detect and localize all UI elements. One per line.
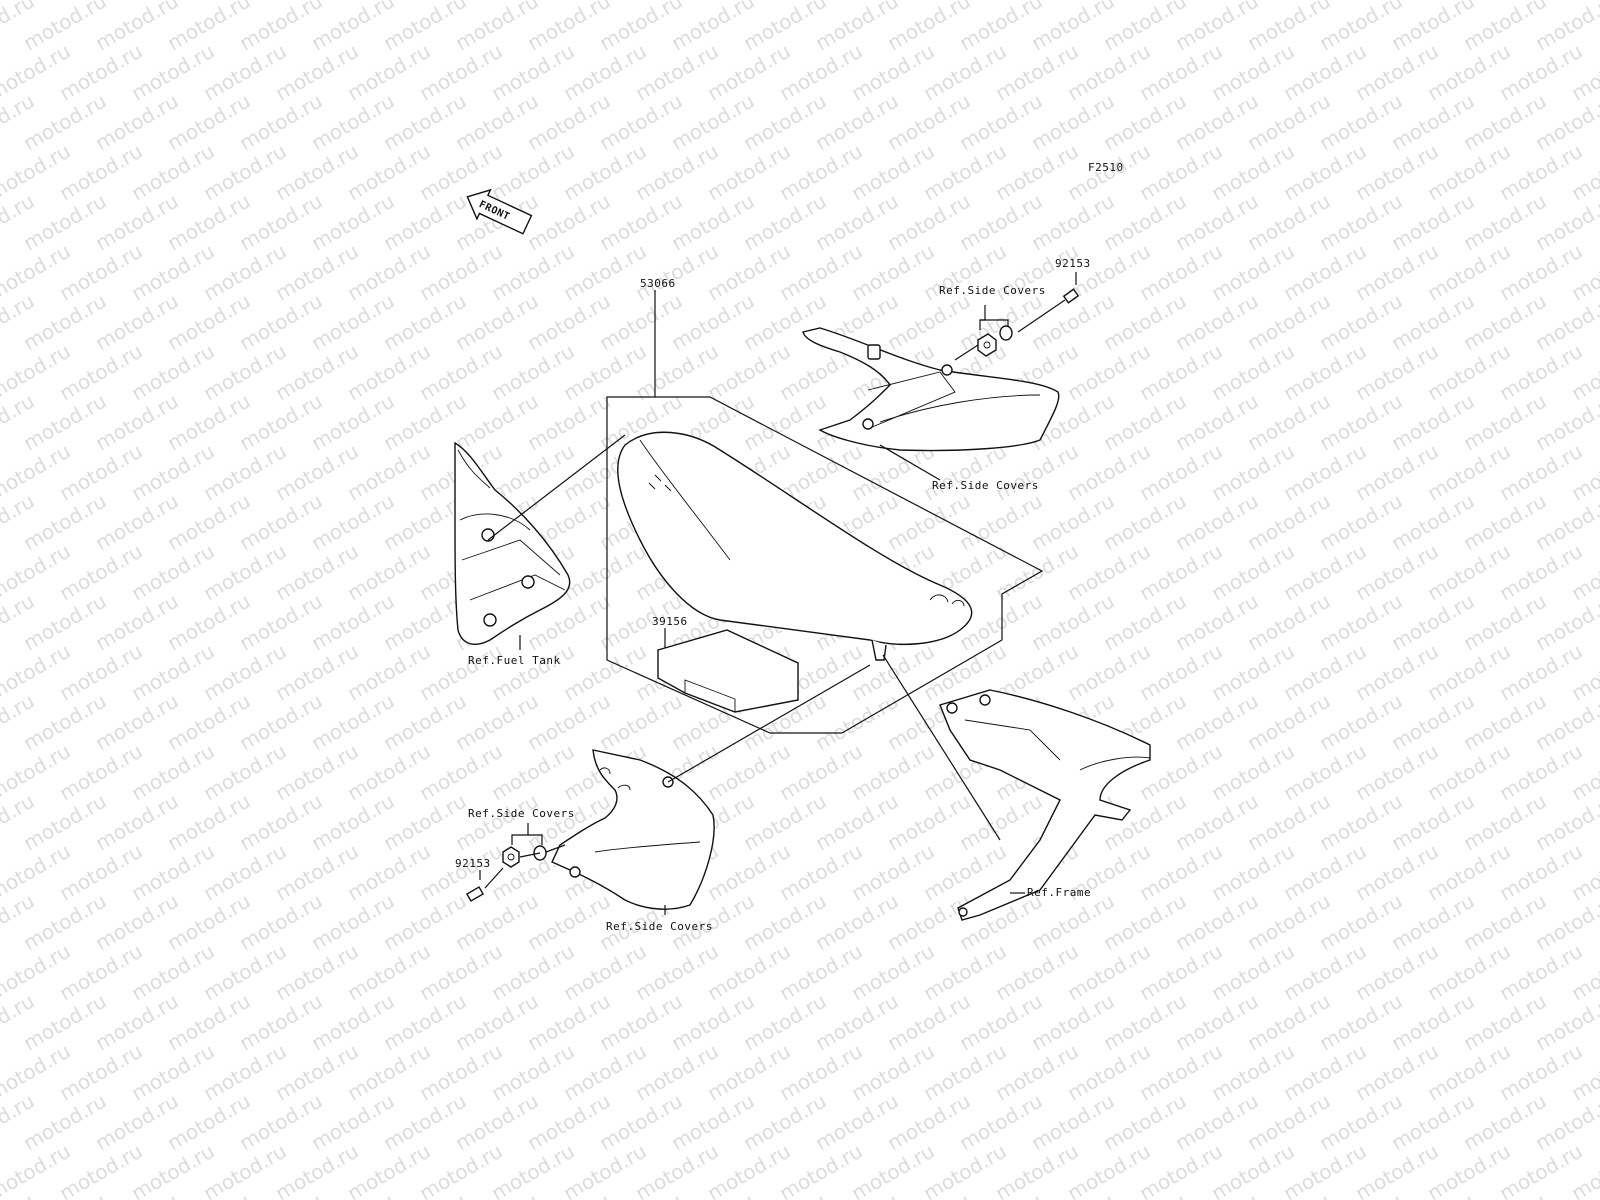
part-label-bolt-left: 92153 xyxy=(455,857,491,870)
part-label-seat: 53066 xyxy=(640,277,676,290)
seat-to-tank-line xyxy=(487,434,626,541)
ref-side-covers-bottom: Ref.Side Covers xyxy=(606,920,713,933)
diagram-code: F2510 xyxy=(1088,161,1124,174)
ref-fuel-tank: Ref.Fuel Tank xyxy=(468,654,561,667)
grommet-right-icon xyxy=(999,325,1013,341)
frame[interactable] xyxy=(939,689,1151,921)
seat-assembly-bracket xyxy=(606,290,1044,734)
left-cover-leader xyxy=(667,664,871,783)
ref-side-covers-mid: Ref.Side Covers xyxy=(932,479,1039,492)
ref-frame: Ref.Frame xyxy=(1027,886,1091,899)
fuel-tank[interactable] xyxy=(454,441,571,646)
part-label-seat-pad: 39156 xyxy=(652,615,688,628)
fastener-group-left: Ref.Side Covers 92153 xyxy=(455,807,575,902)
bolt-right-icon[interactable] xyxy=(1062,288,1080,304)
seat[interactable] xyxy=(617,431,973,661)
ref-side-covers-left: Ref.Side Covers xyxy=(468,807,575,820)
frame-leader xyxy=(882,654,1001,841)
ref-side-covers-top: Ref.Side Covers xyxy=(939,284,1046,297)
fastener-group-right: Ref.Side Covers 92153 xyxy=(939,257,1091,361)
washer-right-icon xyxy=(977,333,997,357)
side-cover-left[interactable] xyxy=(551,749,715,910)
part-label-bolt-right: 92153 xyxy=(1055,257,1091,270)
ref-leader-side-covers-mid xyxy=(879,444,941,481)
side-cover-right[interactable] xyxy=(802,327,1060,452)
seat-pad[interactable] xyxy=(657,629,799,713)
bolt-left-icon[interactable] xyxy=(465,886,485,902)
front-arrow-icon: FRONT xyxy=(466,188,533,235)
washer-left-icon xyxy=(502,846,520,868)
